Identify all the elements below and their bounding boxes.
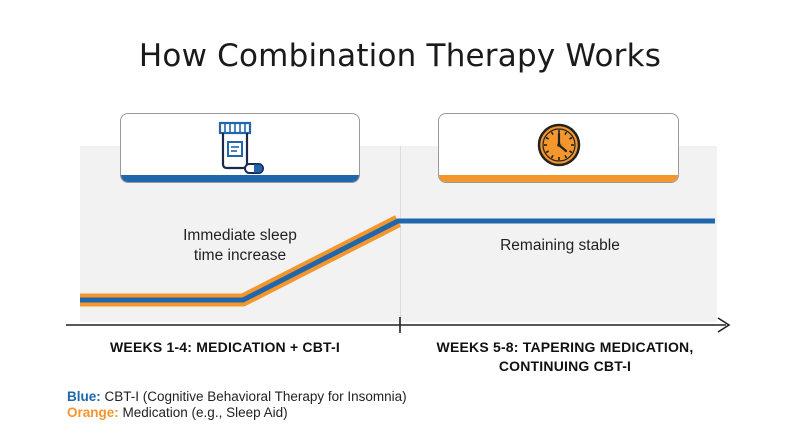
clock-icon (534, 120, 584, 175)
annotation-line-1: Immediate sleep (183, 227, 297, 244)
legend-orange-text: Medication (e.g., Sleep Aid) (118, 405, 288, 420)
pill-bottle-icon (216, 120, 266, 182)
phase-label-weeks-1-4: WEEKS 1-4: MEDICATION + CBT-I (110, 339, 340, 355)
annotation-immediate-increase: Immediate sleep time increase (150, 226, 330, 266)
phase-label-line-2: CONTINUING CBT-I (498, 358, 632, 374)
tapering-card (438, 113, 679, 183)
legend-blue-key: Blue: (67, 389, 101, 404)
phase-label-weeks-5-8: WEEKS 5-8: TAPERING MEDICATION, CONTINUI… (410, 338, 720, 376)
legend-blue-text: CBT-I (Cognitive Behavioral Therapy for … (100, 389, 407, 404)
card-accent-bar-orange (439, 175, 678, 182)
cbti-line (80, 218, 715, 303)
page-title: How Combination Therapy Works (138, 38, 662, 74)
axis-arrow-icon (717, 317, 731, 333)
card-accent-bar-blue (121, 175, 359, 182)
medication-card (120, 113, 360, 183)
annotation-remaining-stable: Remaining stable (500, 237, 620, 254)
annotation-line-2: time increase (193, 247, 287, 264)
legend-orange-key: Orange: (67, 405, 119, 420)
phase-divider (400, 146, 401, 322)
phase-label-line-1: WEEKS 5-8: TAPERING MEDICATION, (436, 339, 694, 355)
legend-medication: Orange: Medication (e.g., Sleep Aid) (67, 405, 288, 420)
legend-cbti: Blue: CBT-I (Cognitive Behavioral Therap… (67, 389, 407, 404)
